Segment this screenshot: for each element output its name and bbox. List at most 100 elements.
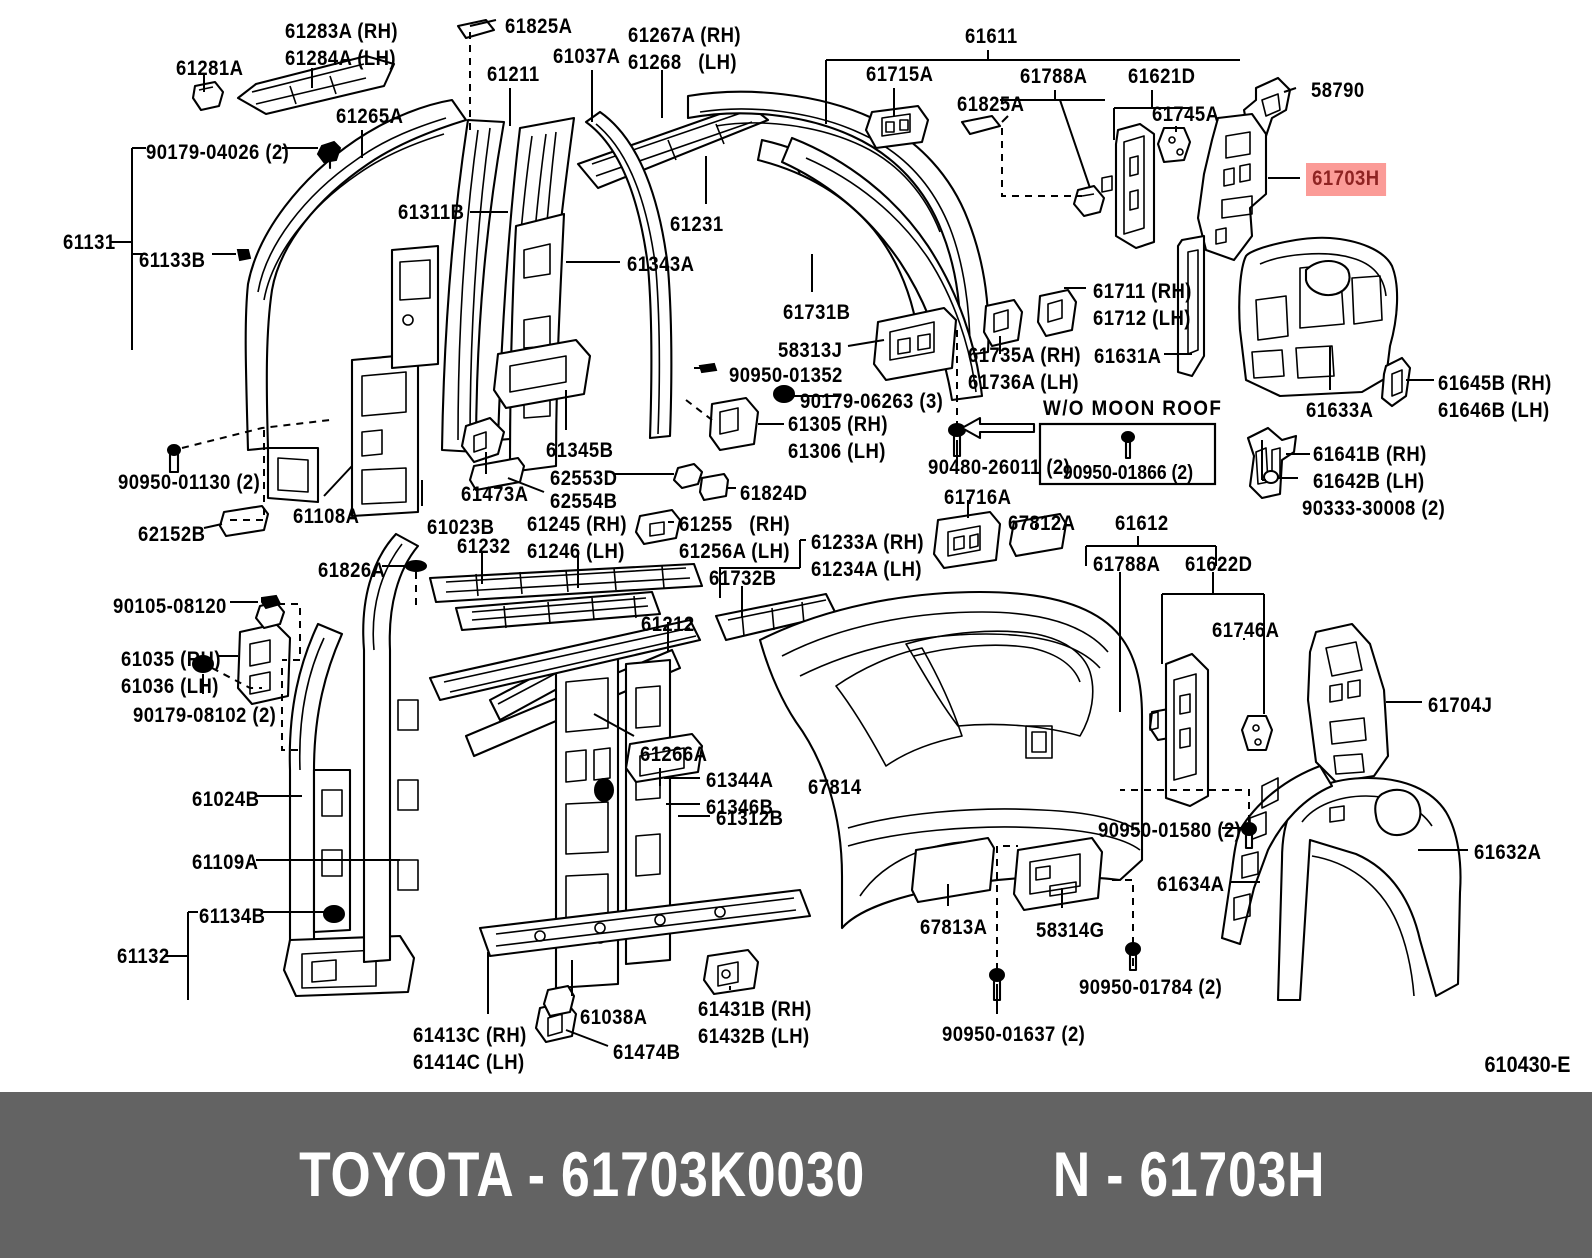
part-61745a-art bbox=[1156, 126, 1192, 164]
part-61265a-art bbox=[244, 98, 468, 452]
part-58314g-art bbox=[1012, 836, 1104, 912]
label-61265a: 61265A bbox=[336, 105, 404, 128]
part-number-labels: 61283A (RH) 61284A (LH) 61281A 61825A 61… bbox=[63, 15, 1570, 1077]
label-58313j: 58313J bbox=[778, 339, 843, 362]
part-67812a-art bbox=[1008, 512, 1068, 558]
highlighted-part-label[interactable]: 61703H bbox=[1306, 163, 1386, 196]
label-90950-01580: 90950-01580 (2) bbox=[1098, 819, 1242, 842]
label-61612: 61612 bbox=[1115, 512, 1169, 535]
label-61211: 61211 bbox=[487, 63, 540, 86]
technical-line-artwork bbox=[110, 18, 1468, 1047]
part-61824d-art bbox=[698, 472, 730, 502]
label-61305: 61305 (RH) 61306 (LH) bbox=[788, 413, 888, 463]
label-67813a: 67813A bbox=[920, 916, 988, 939]
part-61255-art bbox=[634, 508, 682, 546]
label-61245: 61245 (RH) 61246 (LH) bbox=[527, 513, 627, 563]
label-61345b: 61345B bbox=[546, 439, 614, 462]
label-61346b: 61346B bbox=[706, 796, 774, 819]
label-61233a: 61233A (RH) 61234A (LH) bbox=[811, 531, 925, 581]
label-90950-01784: 90950-01784 (2) bbox=[1079, 976, 1223, 999]
label-61037a: 61037A bbox=[553, 45, 621, 68]
label-61746a: 61746A bbox=[1212, 619, 1280, 642]
part-61413c-art bbox=[478, 888, 812, 958]
label-61735a: 61735A (RH) 61736A (LH) bbox=[968, 344, 1082, 394]
part-58313j-art bbox=[872, 306, 958, 382]
label-61621d: 61621D bbox=[1128, 65, 1196, 88]
label-67814: 67814 bbox=[808, 776, 862, 799]
label-67812a: 67812A bbox=[1008, 512, 1076, 535]
part-61232-art bbox=[428, 562, 704, 604]
part-61283a-art bbox=[236, 54, 396, 116]
part-67814-art bbox=[624, 732, 704, 784]
part-62553d-art bbox=[672, 462, 704, 490]
part-61245-art bbox=[454, 590, 662, 632]
footer-toyota-part-number: TOYOTA - 61703K0030 bbox=[298, 1140, 865, 1210]
diagram-canvas: 61283A (RH) 61284A (LH) 61281A 61825A 61… bbox=[63, 15, 1570, 1077]
part-61038a-art bbox=[542, 984, 576, 1018]
label-61634a: 61634A bbox=[1157, 873, 1225, 896]
part-61621d-art bbox=[1101, 122, 1156, 250]
part-67813a-art bbox=[910, 836, 996, 904]
label-61255: 61255 (RH) 61256A (LH) bbox=[679, 513, 791, 563]
label-61622d: 61622D bbox=[1185, 553, 1253, 576]
label-90179-04026: 90179-04026 (2) bbox=[146, 141, 290, 164]
part-61023b-art bbox=[350, 244, 440, 518]
label-90179-08102: 90179-08102 (2) bbox=[133, 704, 277, 727]
part-61825a-2-art bbox=[960, 114, 1002, 136]
label-61645b: 61645B (RH) 61646B (LH) bbox=[1438, 372, 1552, 422]
part-61109a-art bbox=[362, 532, 420, 964]
label-61311b: 61311B bbox=[398, 201, 465, 224]
roof-side-curve-art bbox=[780, 136, 984, 402]
label-61133b: 61133B bbox=[139, 249, 206, 272]
label-61824d: 61824D bbox=[740, 482, 808, 505]
label-61132: 61132 bbox=[117, 945, 170, 968]
part-61267a-art bbox=[584, 110, 673, 440]
label-61715a: 61715A bbox=[866, 63, 934, 86]
part-61633a-art bbox=[1238, 236, 1399, 398]
label-61266a: 61266A bbox=[640, 743, 708, 766]
part-61632a-art bbox=[1276, 776, 1462, 1002]
label-61745a: 61745A bbox=[1152, 103, 1220, 126]
part-61703h-art bbox=[1196, 112, 1268, 262]
part-61473a-art bbox=[460, 416, 506, 464]
footer-bar: TOYOTA - 61703K0030 N - 61703H bbox=[0, 1092, 1592, 1258]
label-58314g: 58314G bbox=[1036, 919, 1105, 942]
label-61283a: 61283A (RH) 61284A (LH) bbox=[285, 20, 399, 70]
part-61704j-art bbox=[1306, 622, 1390, 784]
label-90950-01352: 90950-01352 bbox=[729, 364, 843, 387]
label-90179-06263: 90179-06263 (3) bbox=[800, 390, 944, 413]
moonroof-note-title: W/O MOON ROOF bbox=[1043, 397, 1223, 420]
label-61732b: 61732B bbox=[709, 567, 777, 590]
label-61212: 61212 bbox=[641, 613, 695, 636]
label-90950-01130: 90950-01130 (2) bbox=[118, 471, 261, 494]
label-61131: 61131 bbox=[63, 231, 116, 254]
footer-reference-number: N - 61703H bbox=[1052, 1140, 1326, 1210]
label-61281a: 61281A bbox=[176, 57, 244, 80]
label-61641b: 61641B (RH) 61642B (LH) bbox=[1313, 443, 1427, 493]
label-61232: 61232 bbox=[457, 535, 511, 558]
label-61711: 61711 (RH) 61712 (LH) bbox=[1093, 280, 1192, 330]
label-61788a-top: 61788A bbox=[1020, 65, 1088, 88]
label-90480-26011: 90480-26011 (2) bbox=[928, 456, 1071, 479]
label-61343a: 61343A bbox=[627, 253, 695, 276]
label-62553d: 62553D bbox=[550, 467, 618, 490]
label-61611: 61611 bbox=[965, 25, 1018, 48]
moonroof-box-outline bbox=[1038, 422, 1217, 486]
label-61344a: 61344A bbox=[706, 769, 774, 792]
label-61474b: 61474B bbox=[613, 1041, 681, 1064]
label-61632a: 61632A bbox=[1474, 841, 1542, 864]
label-61108a: 61108A bbox=[293, 505, 360, 528]
label-61134b: 61134B bbox=[199, 905, 266, 928]
part-61746a-art bbox=[1240, 714, 1274, 752]
part-61716a-art bbox=[932, 510, 1002, 570]
label-61704j: 61704J bbox=[1428, 694, 1493, 717]
part-61735a-art bbox=[982, 288, 1078, 348]
leader-lines bbox=[110, 19, 1468, 1047]
label-61825a-top: 61825A bbox=[505, 15, 573, 38]
label-61431b: 61431B (RH) 61432B (LH) bbox=[698, 998, 812, 1048]
label-90105-08120: 90105-08120 bbox=[113, 595, 227, 618]
label-61473a: 61473A bbox=[461, 483, 529, 506]
label-61231: 61231 bbox=[670, 213, 724, 236]
label-61024b: 61024B bbox=[192, 788, 260, 811]
